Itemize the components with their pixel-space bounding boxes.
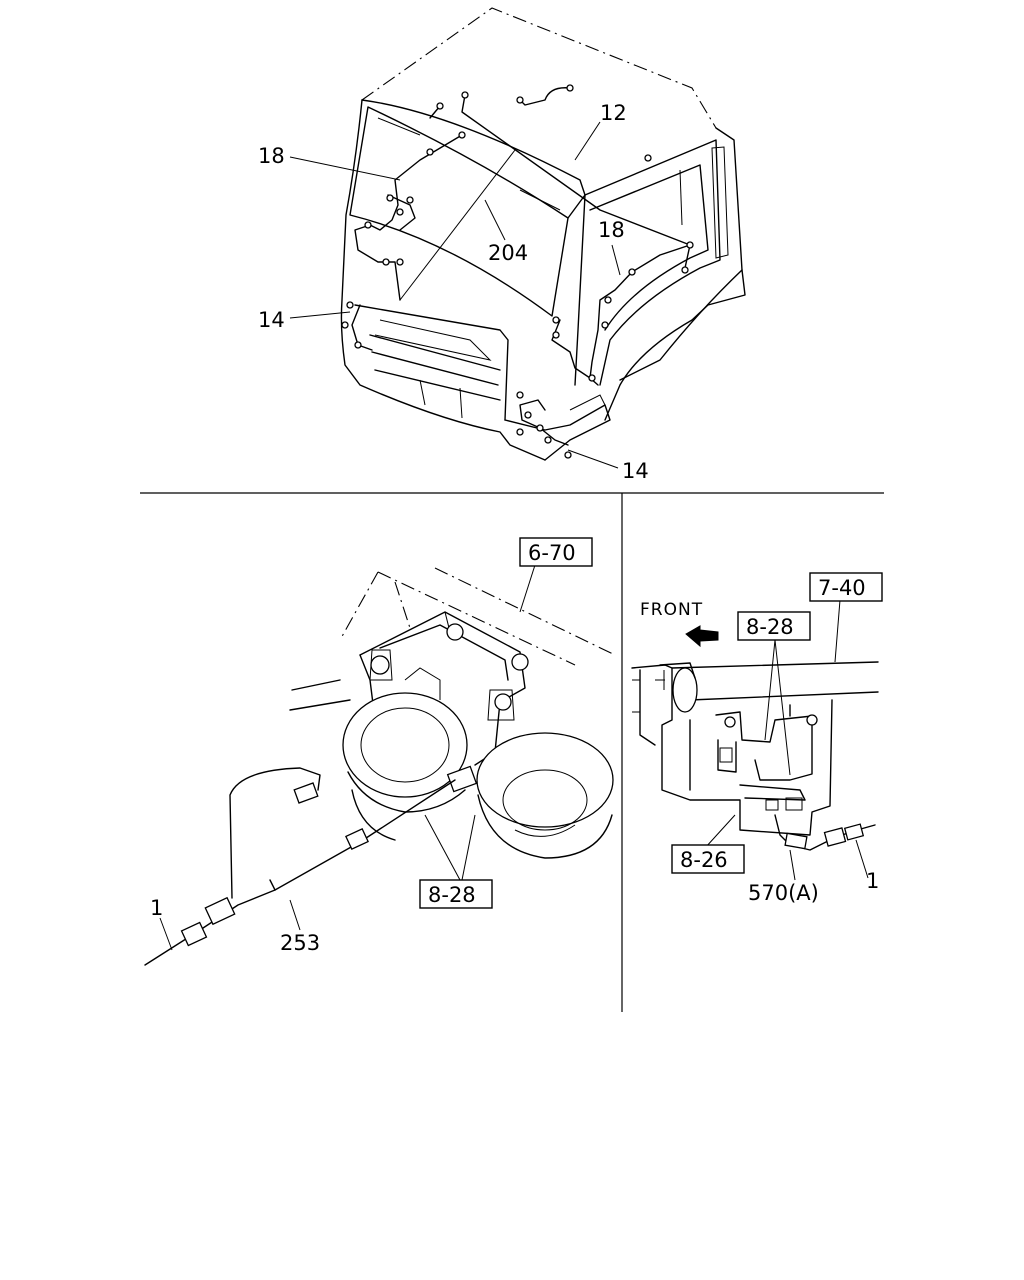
ref-8-28-right-text: 8-28 (746, 615, 794, 639)
ref-box-6-70: 6-70 (519, 537, 593, 567)
callout-18-right: 18 (598, 218, 625, 242)
callout-1-right: 1 (866, 869, 879, 893)
ref-box-8-26: 8-26 (671, 844, 745, 874)
callout-12: 12 (600, 101, 627, 125)
callout-14-left: 14 (258, 308, 285, 332)
frame-assembly-drawing (631, 599, 879, 881)
front-label: FRONT (640, 600, 703, 620)
truck-cab-drawing (289, 7, 746, 469)
ref-box-8-28-left: 8-28 (419, 879, 493, 909)
front-arrow-icon (685, 625, 719, 648)
callout-18-left: 18 (258, 144, 285, 168)
callout-570a: 570(A) (748, 881, 819, 905)
callout-204: 204 (488, 241, 528, 265)
callout-14-right: 14 (622, 459, 649, 483)
ref-box-7-40: 7-40 (809, 572, 883, 602)
ref-7-40-text: 7-40 (818, 576, 866, 600)
callout-1-left: 1 (150, 896, 163, 920)
ref-box-8-28-right: 8-28 (737, 611, 811, 641)
ref-8-28-left-text: 8-28 (428, 883, 476, 907)
ref-6-70-text: 6-70 (528, 541, 576, 565)
horn-assembly-drawing (144, 564, 616, 966)
ref-8-26-text: 8-26 (680, 848, 728, 872)
callout-253: 253 (280, 931, 320, 955)
